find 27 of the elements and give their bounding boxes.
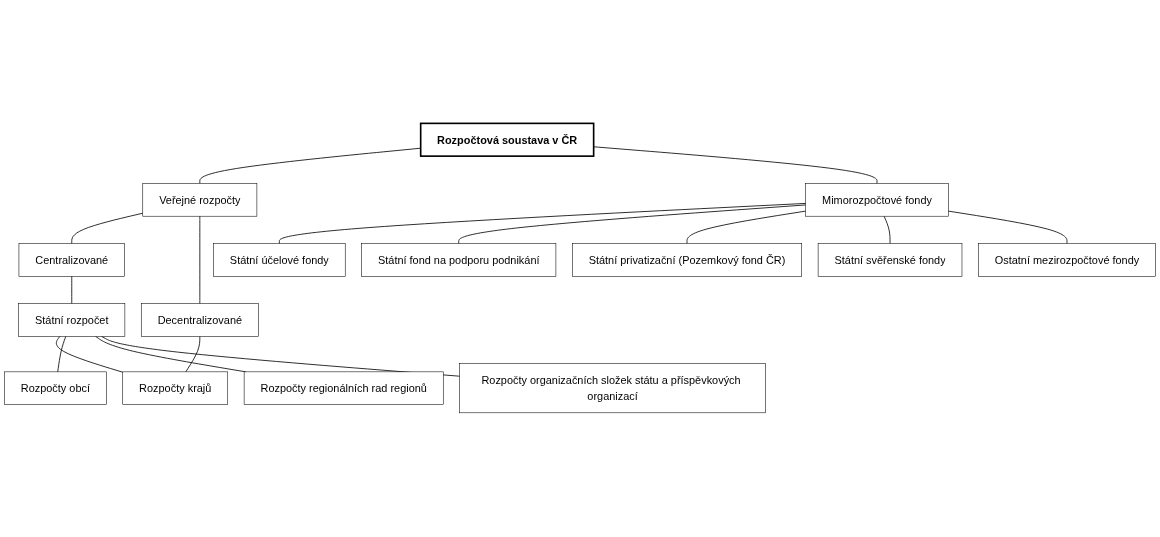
connector	[57, 336, 67, 373]
node-box: Rozpočty organizačních složek státu a příspěvkových organizací	[459, 363, 766, 414]
connector	[458, 204, 807, 245]
node-box: Rozpočty obcí	[4, 371, 107, 406]
node-box: Státní rozpočet	[18, 303, 126, 338]
node-box: Státní účelové fondy	[213, 243, 346, 277]
node-box: Mimorozpočtové fondy	[805, 183, 949, 217]
node-box: Ostatní mezirozpočtové fondy	[978, 243, 1156, 277]
connector	[947, 211, 1068, 245]
connector	[71, 276, 73, 305]
node-box: Státní svěřenské fondy	[817, 243, 963, 277]
node-box: Decentralizované	[140, 303, 259, 338]
node-box: Státní fond na podporu podnikání	[361, 243, 557, 277]
node-box: Rozpočty krajů	[122, 371, 228, 406]
connector	[686, 211, 807, 245]
connector	[278, 203, 807, 245]
connector	[55, 336, 124, 374]
connector	[71, 213, 144, 245]
connector	[199, 216, 201, 305]
node-box: Centralizované	[18, 243, 125, 277]
node-box: Rozpočtová soustava v ČR	[419, 122, 595, 158]
node-box: Státní privatizační (Pozemkový fond ČR)	[572, 243, 802, 277]
connector	[883, 216, 891, 245]
node-box: Veřejné rozpočty	[142, 183, 258, 217]
connector	[593, 146, 878, 185]
connector	[185, 336, 201, 373]
node-box: Rozpočty regionálních rad regionů	[243, 371, 444, 406]
